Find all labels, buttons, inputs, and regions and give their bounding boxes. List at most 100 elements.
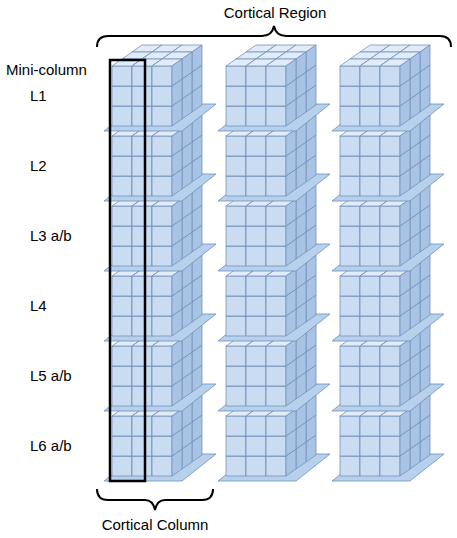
cube-face bbox=[226, 436, 246, 456]
cube-face bbox=[132, 316, 152, 336]
cube-face bbox=[246, 246, 266, 266]
cube-face bbox=[246, 296, 266, 316]
cube-face bbox=[380, 386, 400, 406]
cube-face bbox=[112, 276, 132, 296]
cube-face bbox=[400, 59, 410, 86]
cube-face bbox=[246, 436, 266, 456]
cube-face bbox=[112, 246, 132, 266]
layer-plate bbox=[332, 104, 444, 131]
layer-plate bbox=[218, 244, 330, 271]
cube-face bbox=[226, 66, 246, 86]
cube-face bbox=[246, 206, 266, 226]
cube-face bbox=[380, 416, 400, 436]
layer-plate bbox=[218, 384, 330, 411]
layer-plate bbox=[218, 174, 330, 201]
column-label: Cortical Column bbox=[102, 516, 209, 533]
cube-face bbox=[340, 316, 360, 336]
cube-face bbox=[226, 106, 246, 126]
layer-plate bbox=[104, 384, 216, 411]
cube-face bbox=[246, 346, 266, 366]
cube-face bbox=[340, 276, 360, 296]
layer-plate bbox=[104, 104, 216, 131]
cube-face bbox=[286, 409, 296, 436]
cube-face bbox=[112, 226, 132, 246]
cube-face bbox=[226, 86, 246, 106]
cube-face bbox=[152, 366, 172, 386]
layer-label: L5 a/b bbox=[30, 367, 72, 384]
cube-face bbox=[172, 199, 182, 226]
cube-face bbox=[226, 346, 246, 366]
cube-face bbox=[246, 416, 266, 436]
cube-face bbox=[380, 156, 400, 176]
cube-face bbox=[340, 176, 360, 196]
cube-face bbox=[360, 226, 380, 246]
cube-face bbox=[360, 456, 380, 476]
cube-face bbox=[380, 456, 400, 476]
cube-face bbox=[112, 86, 132, 106]
cube-face bbox=[112, 176, 132, 196]
cube-face bbox=[286, 199, 296, 226]
cube-face bbox=[152, 226, 172, 246]
cube-face bbox=[132, 176, 152, 196]
cube-face bbox=[340, 156, 360, 176]
cube-face bbox=[112, 206, 132, 226]
cube-face bbox=[380, 86, 400, 106]
layer-plate bbox=[104, 314, 216, 341]
cube-face bbox=[380, 436, 400, 456]
cube-face bbox=[226, 316, 246, 336]
cube-face bbox=[266, 366, 286, 386]
cube-face bbox=[400, 409, 410, 436]
cube-face bbox=[340, 386, 360, 406]
cube-face bbox=[132, 366, 152, 386]
cube-face bbox=[132, 106, 152, 126]
cube-face bbox=[360, 156, 380, 176]
cube-face bbox=[266, 316, 286, 336]
cube-face bbox=[340, 106, 360, 126]
cube-face bbox=[112, 156, 132, 176]
cube-face bbox=[246, 66, 266, 86]
layer-plate bbox=[332, 244, 444, 271]
cube-face bbox=[286, 129, 296, 156]
cube-face bbox=[172, 409, 182, 436]
cube-face bbox=[340, 436, 360, 456]
cube-face bbox=[132, 416, 152, 436]
cube-face bbox=[246, 176, 266, 196]
cube-face bbox=[410, 52, 420, 79]
cube-face bbox=[246, 136, 266, 156]
cube-face bbox=[226, 456, 246, 476]
cube-face bbox=[246, 86, 266, 106]
cube-face bbox=[360, 416, 380, 436]
cube-face bbox=[340, 246, 360, 266]
cube-face bbox=[192, 45, 202, 72]
cube-face bbox=[340, 456, 360, 476]
cube-face bbox=[340, 346, 360, 366]
cube-face bbox=[340, 366, 360, 386]
cube-face bbox=[360, 176, 380, 196]
cube-face bbox=[246, 386, 266, 406]
cube-face bbox=[152, 386, 172, 406]
layer-label: L1 bbox=[30, 87, 47, 104]
layer-plate bbox=[218, 314, 330, 341]
cube-face bbox=[380, 66, 400, 86]
column-brace bbox=[97, 489, 213, 510]
cube-face bbox=[132, 346, 152, 366]
cube-face bbox=[380, 366, 400, 386]
cube-face bbox=[132, 66, 152, 86]
cube-face bbox=[400, 339, 410, 366]
cube-face bbox=[380, 176, 400, 196]
cube-face bbox=[360, 386, 380, 406]
cube-face bbox=[172, 59, 182, 86]
cube-face bbox=[340, 296, 360, 316]
cube-face bbox=[132, 436, 152, 456]
region-label: Cortical Region bbox=[224, 4, 327, 21]
cube-face bbox=[266, 386, 286, 406]
cube-face bbox=[360, 436, 380, 456]
cube-face bbox=[152, 206, 172, 226]
cube-face bbox=[226, 416, 246, 436]
cube-face bbox=[360, 296, 380, 316]
cube-face bbox=[172, 269, 182, 296]
cube-face bbox=[360, 276, 380, 296]
cube-face bbox=[132, 136, 152, 156]
cube-face bbox=[152, 456, 172, 476]
cube-face bbox=[246, 276, 266, 296]
